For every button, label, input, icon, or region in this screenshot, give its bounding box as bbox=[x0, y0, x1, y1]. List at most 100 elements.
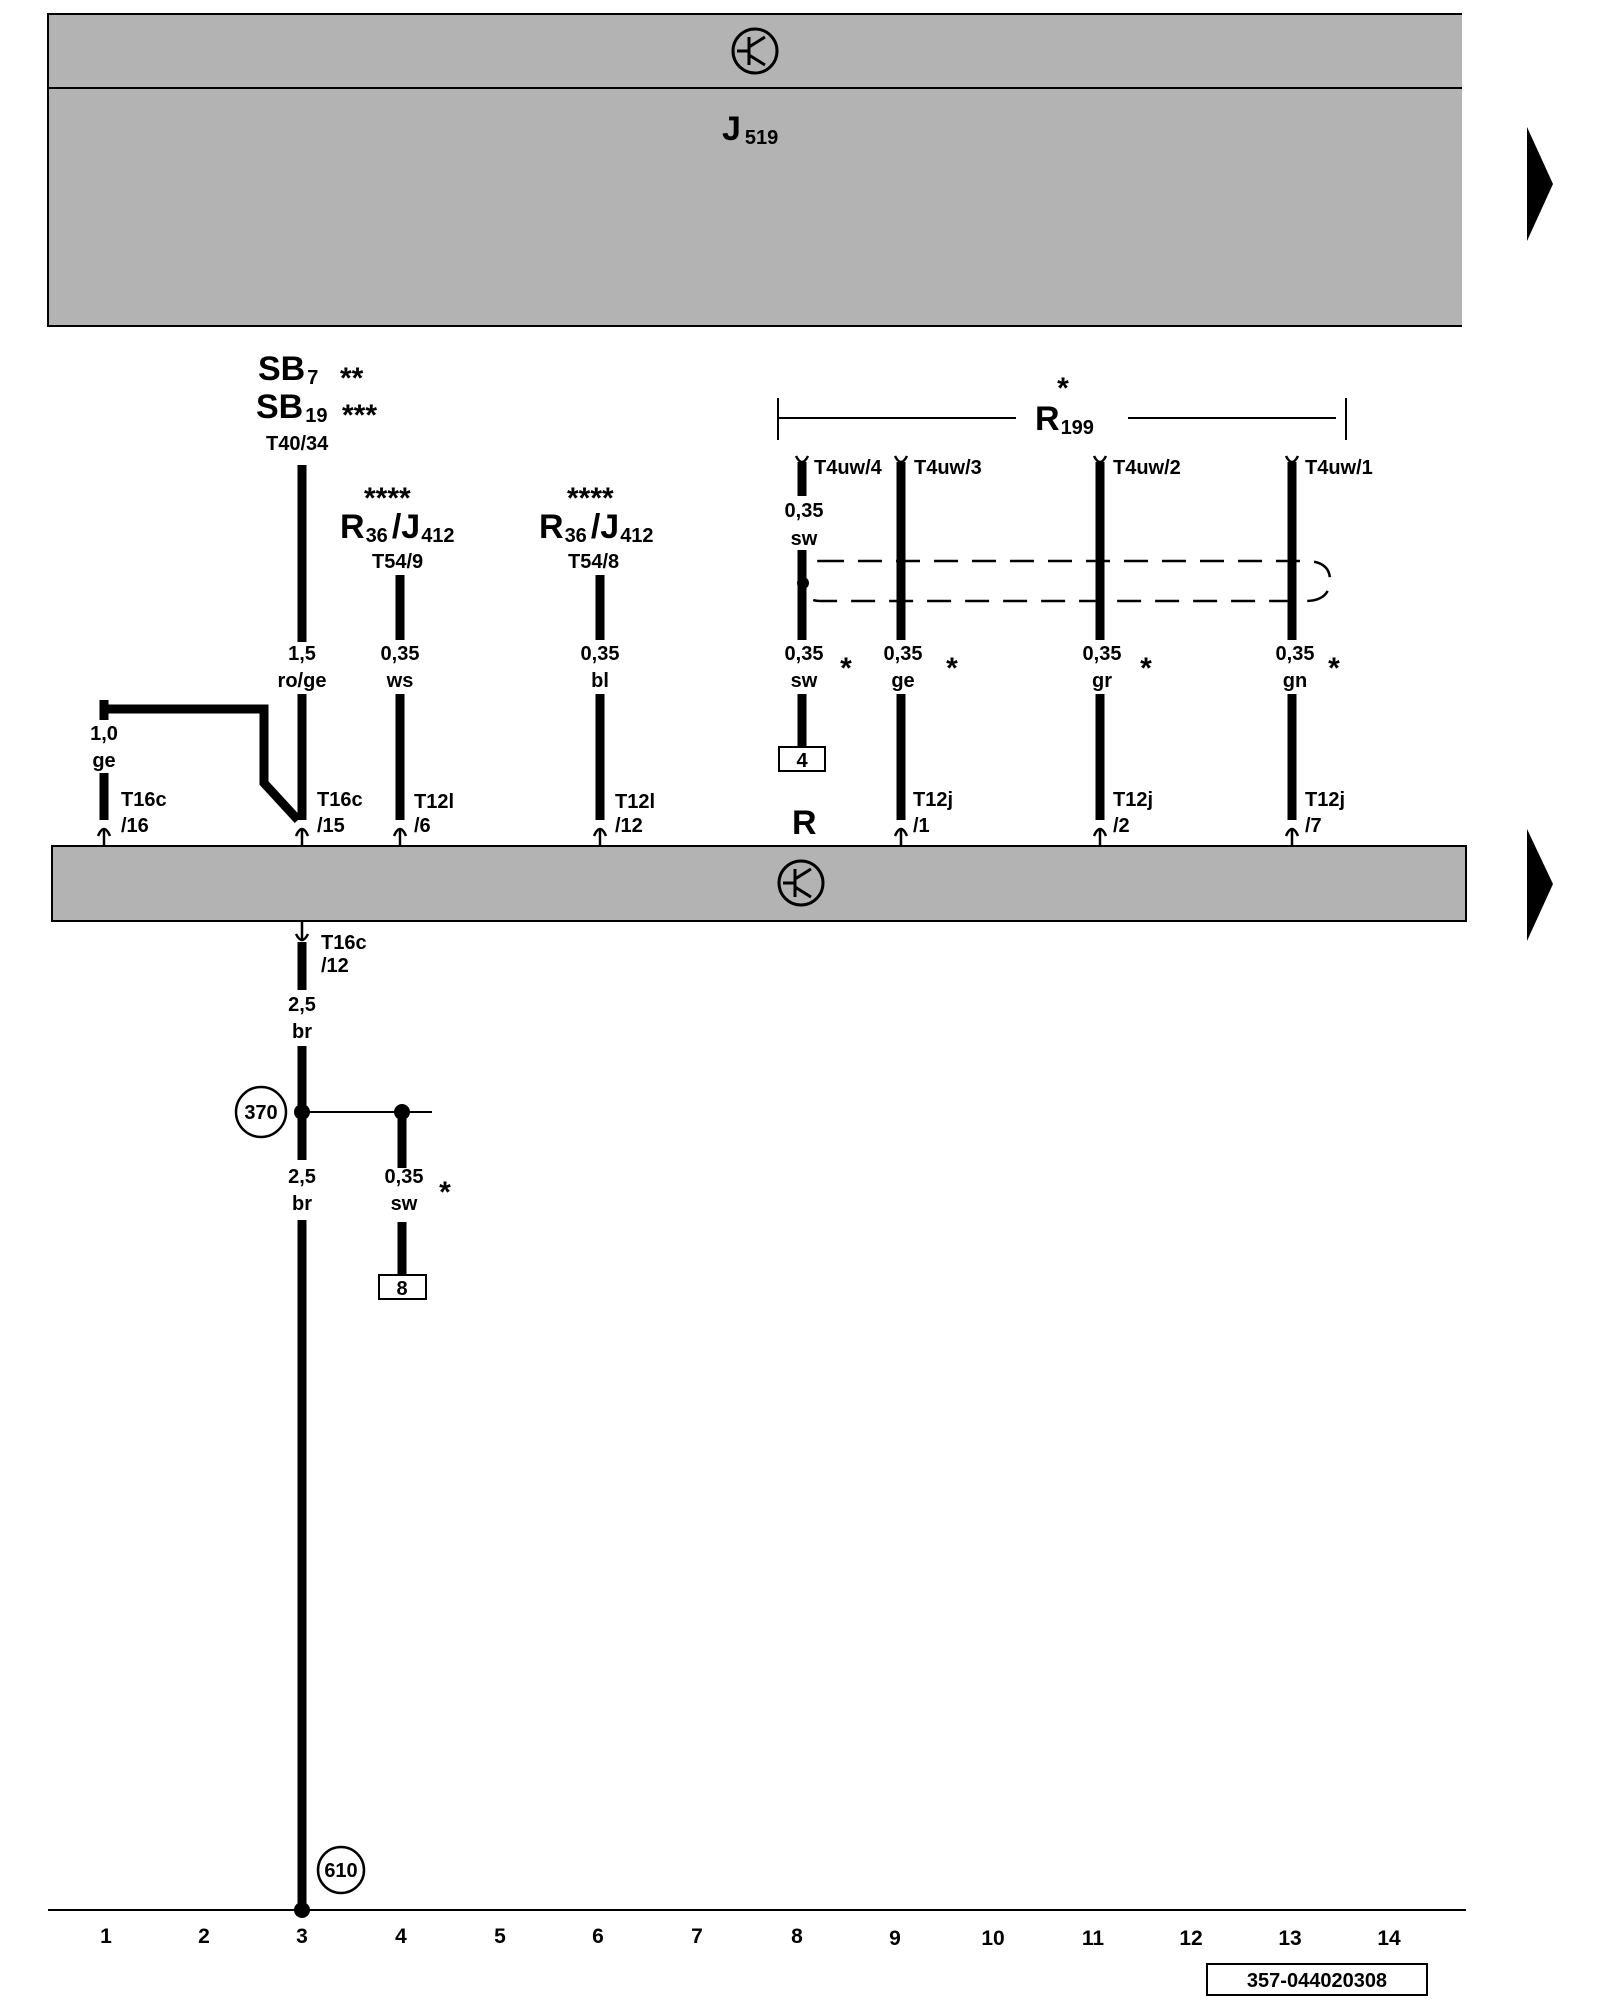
svg-text:T4uw/2: T4uw/2 bbox=[1113, 457, 1181, 479]
svg-text:SB7: SB7 bbox=[258, 350, 318, 389]
svg-text:T12l: T12l bbox=[414, 791, 454, 813]
svg-text:sw: sw bbox=[391, 1193, 418, 1215]
ground-point-370: 370 bbox=[234, 1085, 288, 1139]
svg-text:5: 5 bbox=[494, 1925, 506, 1948]
svg-text:370: 370 bbox=[244, 1102, 277, 1124]
svg-text:T12l: T12l bbox=[615, 791, 655, 813]
reference-box-8: 8 bbox=[378, 1274, 427, 1300]
svg-text:T16c: T16c bbox=[321, 932, 367, 954]
svg-text:sw: sw bbox=[791, 528, 818, 550]
svg-text:2,5: 2,5 bbox=[288, 1166, 316, 1188]
cable-shield bbox=[800, 559, 1332, 603]
svg-text:br: br bbox=[292, 1193, 312, 1215]
wire-group-upper bbox=[99, 462, 1297, 824]
junction-dot bbox=[294, 1104, 310, 1120]
svg-text:sw: sw bbox=[791, 670, 818, 692]
svg-text:3: 3 bbox=[296, 1925, 308, 1948]
bus-pin-arrows bbox=[96, 827, 1300, 846]
ground-junction-dot bbox=[294, 1902, 310, 1918]
source-r36-j412-b: **** R36/J412 T54/8 bbox=[539, 482, 654, 573]
svg-text:357-044020308: 357-044020308 bbox=[1247, 1970, 1387, 1992]
svg-text:8: 8 bbox=[396, 1278, 407, 1300]
bus-unit-r bbox=[51, 845, 1467, 922]
svg-text:ge: ge bbox=[891, 670, 914, 692]
svg-text:0,35: 0,35 bbox=[884, 643, 923, 665]
svg-text:/1: /1 bbox=[913, 815, 930, 837]
svg-text:gr: gr bbox=[1092, 670, 1112, 692]
svg-text:/12: /12 bbox=[321, 955, 349, 977]
svg-text:1: 1 bbox=[100, 1925, 112, 1948]
svg-text:T16c: T16c bbox=[317, 789, 363, 811]
svg-text:1,0: 1,0 bbox=[90, 723, 118, 745]
svg-text:***: *** bbox=[342, 399, 377, 432]
shield-pin-labels: T4uw/4 T4uw/3 T4uw/2 T4uw/1 bbox=[814, 457, 1373, 479]
source-r36-j412-a: **** R36/J412 T54/9 bbox=[340, 482, 455, 573]
svg-text:bl: bl bbox=[591, 670, 609, 692]
svg-text:ws: ws bbox=[386, 670, 414, 692]
svg-text:T4uw/4: T4uw/4 bbox=[814, 457, 883, 479]
continuation-arrow-icon bbox=[1527, 127, 1553, 241]
column-numbers: 1 2 3 4 5 6 7 8 9 10 11 12 13 14 bbox=[100, 1925, 1401, 1950]
svg-text:T12j: T12j bbox=[913, 789, 953, 811]
svg-text:****: **** bbox=[364, 482, 411, 515]
shield-junction-dot bbox=[797, 577, 809, 589]
svg-text:*: * bbox=[1140, 652, 1152, 685]
transistor-symbol-icon bbox=[731, 27, 779, 75]
svg-text:*: * bbox=[439, 1176, 451, 1209]
svg-text:T40/34: T40/34 bbox=[266, 433, 329, 455]
svg-text:T4uw/1: T4uw/1 bbox=[1305, 457, 1373, 479]
svg-text:/6: /6 bbox=[414, 815, 431, 837]
svg-text:4: 4 bbox=[395, 1925, 407, 1948]
svg-text:****: **** bbox=[567, 482, 614, 515]
wire-group-lower bbox=[297, 942, 407, 1912]
svg-text:*: * bbox=[946, 652, 958, 685]
svg-text:/2: /2 bbox=[1113, 815, 1130, 837]
svg-text:/7: /7 bbox=[1305, 815, 1322, 837]
bottom-pin-hook bbox=[294, 921, 310, 942]
svg-text:**: ** bbox=[340, 362, 364, 395]
reference-box-4: 4 bbox=[778, 746, 826, 772]
svg-text:/15: /15 bbox=[317, 815, 345, 837]
svg-text:14: 14 bbox=[1377, 1927, 1401, 1950]
svg-text:0,35: 0,35 bbox=[381, 643, 420, 665]
svg-text:11: 11 bbox=[1082, 1927, 1105, 1950]
svg-text:gn: gn bbox=[1283, 670, 1307, 692]
svg-text:*: * bbox=[1057, 372, 1069, 405]
svg-text:T54/9: T54/9 bbox=[372, 551, 423, 573]
wire-labels: 1,0 ge 1,5 ro/ge 0,35 ws 0,35 bl 0,35 sw… bbox=[90, 643, 1340, 772]
svg-text:6: 6 bbox=[592, 1925, 604, 1948]
svg-text:10: 10 bbox=[981, 1927, 1004, 1950]
svg-text:0,35: 0,35 bbox=[581, 643, 620, 665]
lower-wire-labels: 2,5 br 2,5 br 0,35 sw * bbox=[288, 994, 451, 1215]
svg-text:0,35: 0,35 bbox=[785, 500, 824, 522]
svg-text:R36/J412: R36/J412 bbox=[539, 508, 654, 547]
svg-text:2,5: 2,5 bbox=[288, 994, 316, 1016]
svg-text:R36/J412: R36/J412 bbox=[340, 508, 455, 547]
svg-text:7: 7 bbox=[691, 1925, 703, 1948]
svg-text:*: * bbox=[1328, 652, 1340, 685]
svg-text:T12j: T12j bbox=[1305, 789, 1345, 811]
svg-text:0,35: 0,35 bbox=[785, 643, 824, 665]
svg-text:0,35: 0,35 bbox=[385, 1166, 424, 1188]
bottom-pin-label: T16c /12 bbox=[321, 932, 367, 977]
junction-dot bbox=[394, 1104, 410, 1120]
svg-text:/12: /12 bbox=[615, 815, 643, 837]
svg-text:ro/ge: ro/ge bbox=[278, 670, 327, 692]
ground-point-610: 610 bbox=[316, 1845, 366, 1895]
drawing-number-box: 357-044020308 bbox=[1206, 1963, 1428, 1996]
svg-text:13: 13 bbox=[1278, 1927, 1301, 1950]
r-unit-label: R bbox=[792, 804, 817, 842]
svg-text:1,5: 1,5 bbox=[288, 643, 316, 665]
svg-text:9: 9 bbox=[889, 1927, 901, 1950]
transistor-symbol-icon bbox=[777, 859, 825, 907]
svg-text:T16c: T16c bbox=[121, 789, 167, 811]
svg-text:ge: ge bbox=[92, 750, 115, 772]
upper-wire-label: 0,35 sw bbox=[785, 500, 824, 550]
svg-text:0,35: 0,35 bbox=[1276, 643, 1315, 665]
continuation-arrow-icon bbox=[1527, 829, 1553, 941]
svg-text:12: 12 bbox=[1179, 1927, 1202, 1950]
